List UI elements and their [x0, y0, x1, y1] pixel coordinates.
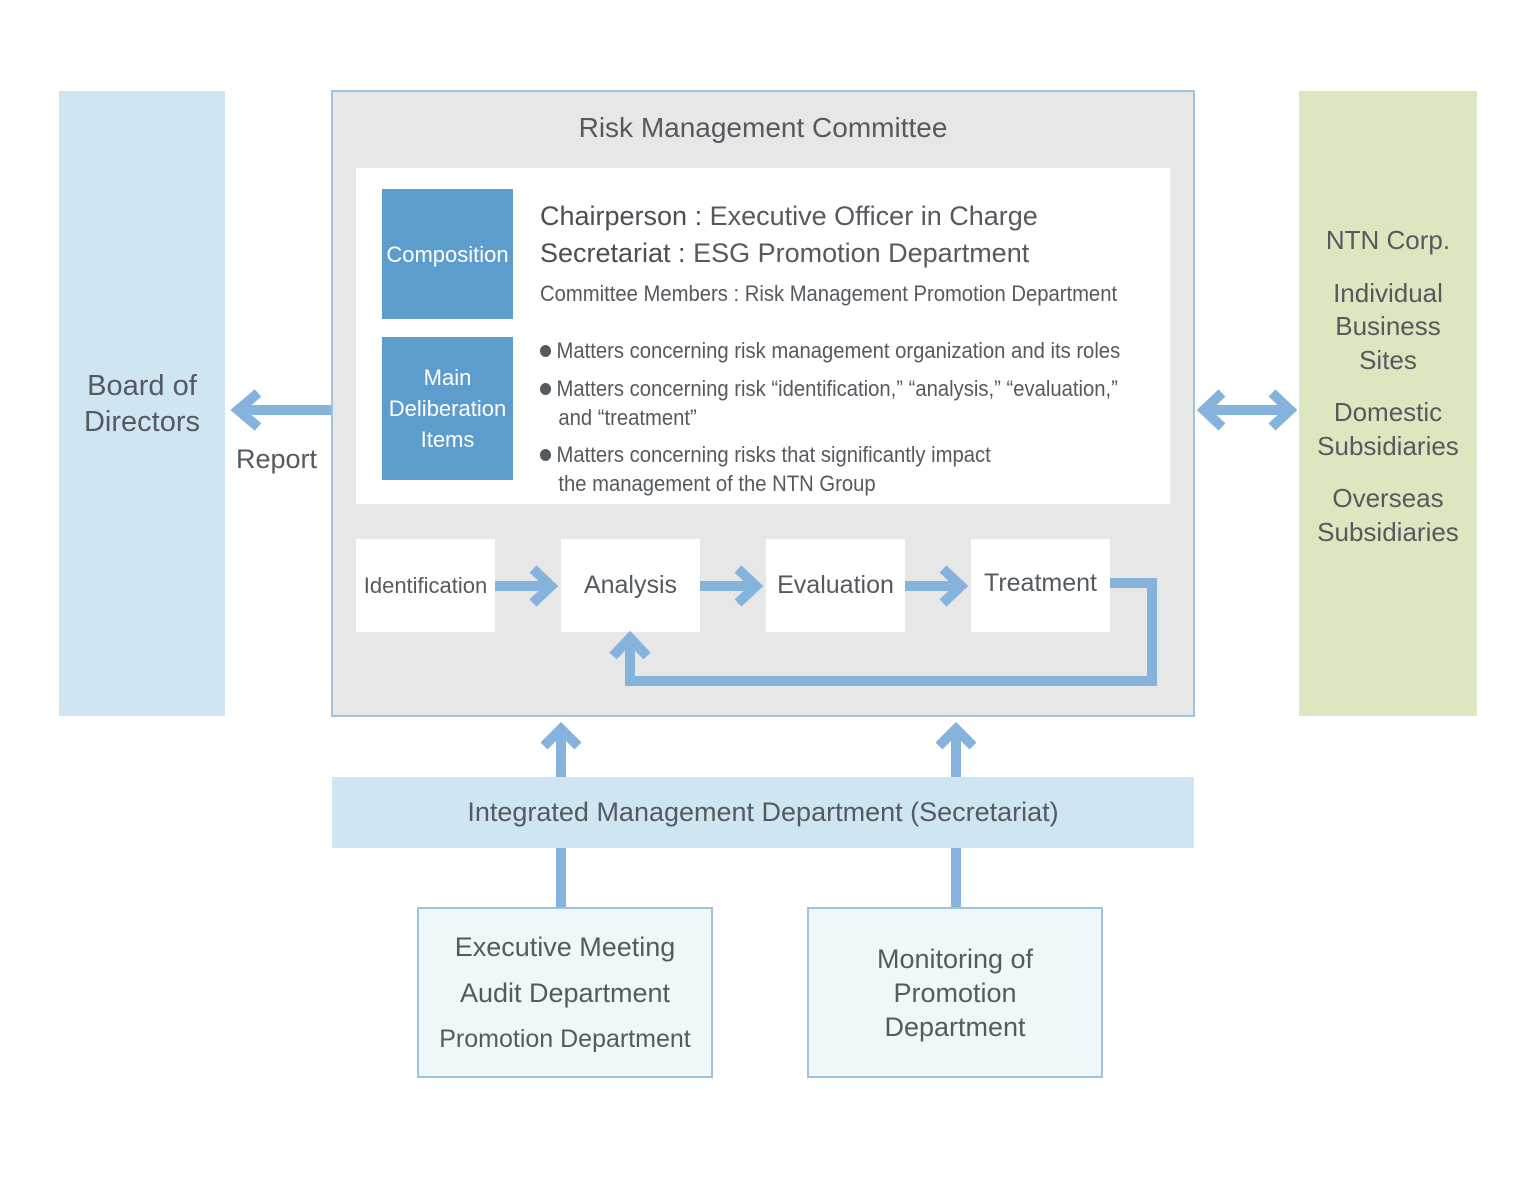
composition-tag: Composition	[382, 189, 513, 319]
up-arrow-right-head	[935, 721, 977, 750]
chairperson-line: Chairperson : Executive Officer in Charg…	[540, 201, 1038, 232]
chairperson-value: Executive Officer in Charge	[709, 201, 1038, 231]
committee-members-line: Committee Members : Risk Management Prom…	[540, 281, 1117, 307]
board-label-line1: Board of	[87, 369, 197, 402]
executive-audit-promotion-box: Executive Meeting Audit Department Promo…	[417, 907, 713, 1078]
step-analysis-label: Analysis	[583, 571, 678, 599]
bottom-right-line1: Monitoring of	[876, 943, 1034, 974]
secretariat-value: ESG Promotion Department	[693, 238, 1030, 268]
ntn-arrow-head-left	[1196, 389, 1226, 431]
deliberation-item-1: Matters concerning risk management organ…	[540, 336, 1120, 365]
main-items-tag-line1: Main	[423, 365, 472, 390]
bottom-right-line2: Promotion	[893, 977, 1017, 1008]
step-identification-label: Identification	[363, 572, 488, 598]
item-2-text-line1: Matters concerning risk “identification,…	[556, 376, 1118, 401]
feedback-loop-arrow-head	[609, 630, 651, 660]
main-items-tag-line3: Items	[420, 427, 475, 452]
deliberation-item-2: Matters concerning risk “identification,…	[540, 374, 1118, 432]
report-label: Report	[236, 444, 318, 474]
members-label: Committee Members :	[540, 281, 740, 306]
up-arrow-left-head	[540, 721, 582, 750]
item-2-text-line2: and “treatment”	[558, 405, 697, 430]
members-value: Risk Management Promotion Department	[744, 281, 1118, 306]
composition-tag-label: Composition	[386, 241, 509, 267]
board-of-directors-box: Board of Directors	[59, 91, 225, 716]
arrow-analysis-to-evaluation-head	[734, 565, 764, 607]
ntn-group-box	[1299, 91, 1477, 716]
integrated-management-department-box: Integrated Management Department (Secret…	[332, 777, 1194, 848]
bottom-left-line2: Audit Department	[459, 977, 671, 1008]
bullet-icon	[540, 383, 552, 395]
bullet-icon	[540, 345, 552, 357]
step-evaluation-label: Evaluation	[777, 571, 894, 599]
bottom-left-line3: Promotion Department	[439, 1024, 691, 1053]
arrow-evaluation-to-treatment-head	[939, 565, 969, 607]
item-3-text-line1: Matters concerning risks that significan…	[556, 442, 991, 467]
ntn-group-list: NTN Corp. Individual Business Sites Dome…	[1299, 224, 1477, 568]
chairperson-label: Chairperson :	[540, 201, 703, 231]
step-treatment: Treatment	[971, 539, 1110, 632]
feedback-loop-arrow	[625, 578, 1157, 686]
ntn-group-ntn-corp: NTN Corp.	[1325, 225, 1451, 255]
board-label-line2: Directors	[83, 405, 200, 438]
bottom-left-line1: Executive Meeting	[454, 931, 676, 962]
ntn-arrow-head-right	[1268, 389, 1298, 431]
secretariat-label: Secretariat :	[540, 238, 686, 268]
step-analysis: Analysis	[561, 539, 700, 632]
step-evaluation: Evaluation	[766, 539, 905, 632]
main-items-tag-line2: Deliberation	[388, 396, 507, 421]
ntn-group-business-sites: Individual Business Sites	[1333, 277, 1443, 375]
bullet-icon	[540, 449, 552, 461]
deliberation-item-3: Matters concerning risks that significan…	[540, 440, 991, 498]
step-treatment-label: Treatment	[983, 569, 1097, 597]
integrated-label: Integrated Management Department (Secret…	[467, 797, 1059, 827]
arrow-ident-to-analysis-head	[529, 565, 559, 607]
secretariat-line: Secretariat : ESG Promotion Department	[540, 238, 1029, 269]
step-identification: Identification	[356, 539, 495, 632]
bottom-right-line3: Department	[884, 1011, 1026, 1042]
monitoring-promotion-box: Monitoring of Promotion Department	[807, 907, 1103, 1078]
main-deliberation-items-tag: Main Deliberation Items	[382, 337, 513, 480]
ntn-group-domestic: Domestic Subsidiaries	[1317, 397, 1459, 461]
item-1-text: Matters concerning risk management organ…	[556, 338, 1121, 363]
report-arrow-head	[230, 389, 262, 431]
item-3-text-line2: the management of the NTN Group	[558, 471, 876, 496]
ntn-group-overseas: Overseas Subsidiaries	[1317, 483, 1459, 547]
committee-title: Risk Management Committee	[578, 112, 948, 143]
